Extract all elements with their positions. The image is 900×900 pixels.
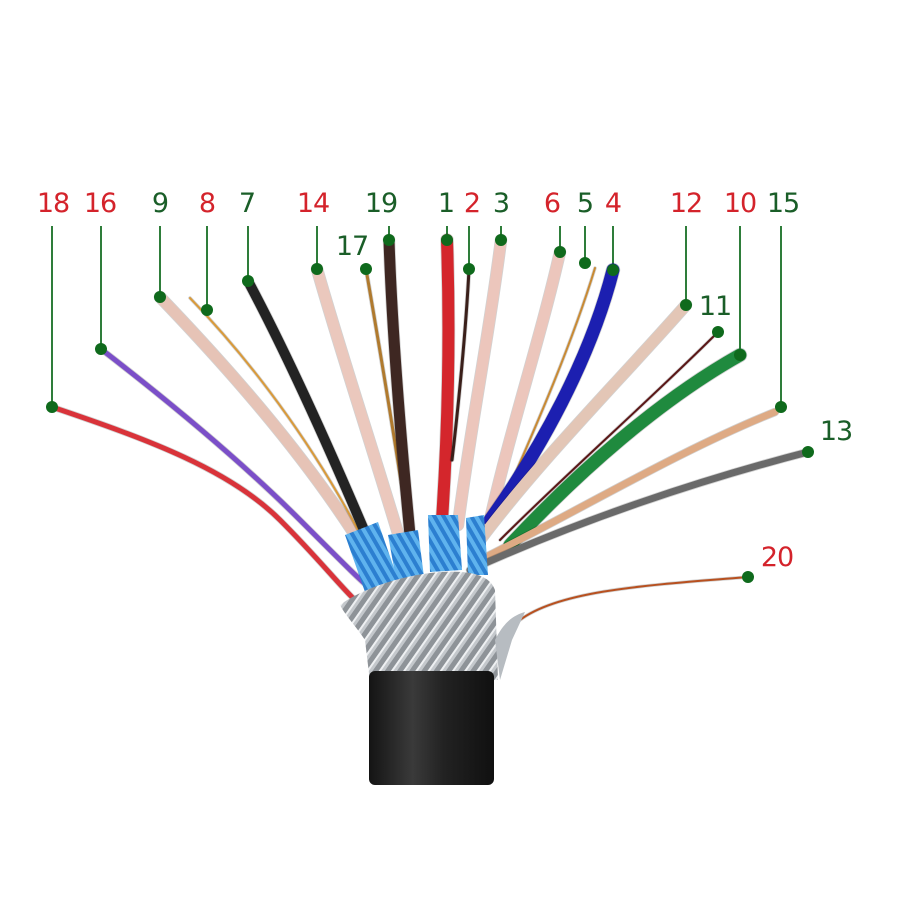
foil-shield-center-left — [388, 530, 425, 590]
pin-dot-8 — [201, 304, 213, 316]
pin-dot-17 — [360, 263, 372, 275]
wire-11 — [499, 331, 719, 541]
foil-shield-center — [428, 515, 462, 572]
wire-3 — [452, 234, 507, 531]
pin-label-13: 13 — [820, 416, 852, 447]
connection-dots — [46, 234, 814, 583]
wire-10 — [503, 348, 747, 552]
pin-label-6: 6 — [544, 188, 560, 219]
pin-dot-5 — [579, 257, 591, 269]
pin-dot-15 — [775, 401, 787, 413]
pin-label-2: 2 — [464, 188, 480, 219]
foil-shield-left — [345, 522, 400, 592]
wire-7 — [243, 276, 369, 535]
wire-14 — [311, 263, 406, 546]
pin-label-9: 9 — [152, 188, 168, 219]
wire-12 — [474, 299, 692, 546]
wire-2 — [450, 267, 471, 462]
wire-19 — [383, 234, 416, 541]
pin-dot-19 — [383, 234, 395, 246]
wire-15 — [476, 408, 779, 564]
foil-shields — [345, 515, 488, 592]
pin-label-10: 10 — [724, 188, 756, 219]
pin-label-3: 3 — [493, 188, 509, 219]
pin-dot-7 — [242, 275, 254, 287]
foil-shield-right — [466, 515, 488, 575]
wire-20 — [493, 576, 749, 661]
pin-dot-4 — [607, 264, 619, 276]
pin-dot-2 — [463, 263, 475, 275]
wire-16 — [98, 346, 375, 593]
pin-label-15: 15 — [767, 188, 799, 219]
wire-4 — [483, 263, 620, 527]
pin-label-19: 19 — [365, 188, 397, 219]
pin-label-20: 20 — [761, 542, 793, 573]
pin-label-16: 16 — [84, 188, 116, 219]
pin-dot-14 — [311, 263, 323, 275]
pin-dot-20 — [742, 571, 754, 583]
pin-label-12: 12 — [670, 188, 702, 219]
pin-label-18: 18 — [37, 188, 69, 219]
pin-dot-12 — [680, 299, 692, 311]
pin-label-8: 8 — [199, 188, 215, 219]
pin-label-11: 11 — [699, 291, 731, 322]
pin-label-17: 17 — [336, 231, 368, 262]
pin-dot-10 — [734, 349, 746, 361]
pin-dot-9 — [154, 291, 166, 303]
braided-shield — [340, 571, 498, 682]
pin-label-14: 14 — [297, 188, 329, 219]
pin-dot-1 — [441, 234, 453, 246]
pin-dot-13 — [802, 446, 814, 458]
pin-label-4: 4 — [605, 188, 621, 219]
leader-lines — [51, 226, 782, 407]
pin-dot-11 — [712, 326, 724, 338]
wire-1 — [436, 234, 455, 526]
pin-label-7: 7 — [239, 188, 255, 219]
wire-6 — [484, 246, 566, 526]
pin-label-1: 1 — [438, 188, 454, 219]
pin-dot-16 — [95, 343, 107, 355]
cable-jacket — [369, 671, 494, 785]
wire-13 — [466, 448, 812, 574]
pin-dot-3 — [495, 234, 507, 246]
wires — [48, 233, 813, 662]
pin-dot-6 — [554, 246, 566, 258]
braid-strands-right — [495, 612, 525, 680]
wire-8 — [189, 297, 359, 531]
pin-label-5: 5 — [577, 188, 593, 219]
pin-dot-18 — [46, 401, 58, 413]
wire-18 — [49, 404, 373, 615]
wire-9 — [154, 291, 361, 541]
